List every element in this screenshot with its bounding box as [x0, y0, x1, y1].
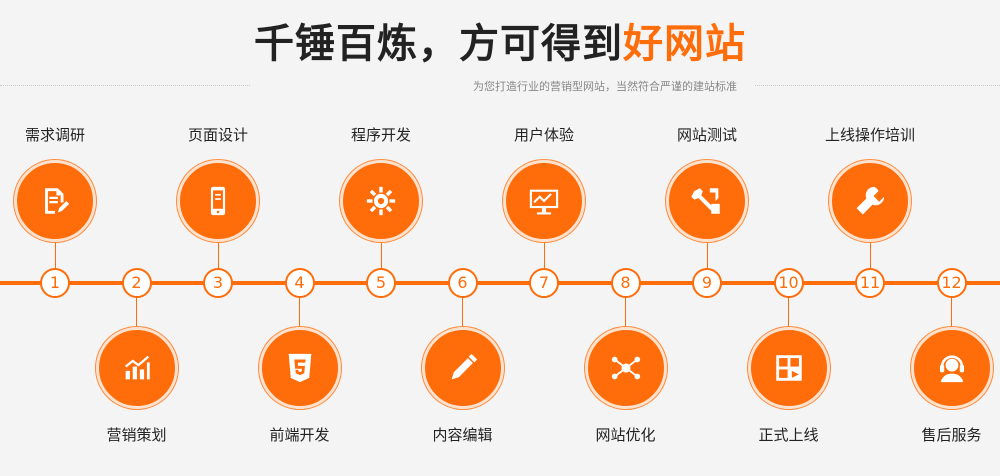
- mobile-phone-icon: [201, 184, 235, 218]
- page-subtitle: 为您打造行业的营销型网站，当然符合严谨的建站标准: [473, 80, 737, 93]
- step-number-12: 12: [936, 268, 967, 298]
- step-label: 网站测试: [676, 126, 737, 144]
- step-label: 营销策划: [106, 426, 167, 444]
- step-label: 售后服务: [921, 426, 982, 444]
- step-number-9: 9: [692, 268, 722, 298]
- step-connector: [136, 297, 137, 327]
- tools-icon: [690, 184, 724, 218]
- step-label: 需求调研: [24, 126, 85, 144]
- step-icon-circle: [95, 327, 178, 409]
- page-title: 千锤百炼，方可得到好网站: [0, 18, 1000, 70]
- gear-icon: [364, 184, 398, 218]
- step-icon-circle: [829, 160, 911, 242]
- step-label: 内容编辑: [432, 426, 493, 444]
- step-number-8: 8: [610, 268, 641, 298]
- step-label: 页面设计: [187, 126, 248, 144]
- step-number-1: 1: [40, 268, 70, 298]
- step-label: 前端开发: [269, 426, 330, 444]
- title-highlight: 好网站: [623, 21, 746, 67]
- step-label: 用户体验: [513, 126, 574, 144]
- step-number-7: 7: [529, 268, 559, 298]
- step-icon-circle: [584, 327, 667, 409]
- step-icon-circle: [503, 160, 585, 242]
- step-label: 正式上线: [758, 426, 819, 444]
- step-number-5: 5: [366, 268, 396, 298]
- step-icon-circle: [666, 160, 748, 242]
- step-icon-circle: [747, 327, 830, 409]
- launch-grid-icon: [772, 351, 806, 385]
- step-icon-circle: [177, 160, 259, 242]
- step-connector: [788, 297, 789, 327]
- step-label: 上线操作培训: [824, 126, 915, 144]
- divider-left: [0, 85, 250, 86]
- title-main: 千锤百炼，方可得到: [254, 21, 623, 67]
- step-icon-circle: [910, 327, 993, 409]
- step-connector: [951, 297, 952, 327]
- monitor-chart-icon: [527, 184, 561, 218]
- wrench-icon: [853, 184, 887, 218]
- divider-right: [755, 85, 1000, 86]
- step-connector: [625, 297, 626, 327]
- step-icon-circle: [340, 160, 422, 242]
- step-connector: [299, 297, 300, 327]
- step-icon-circle: [14, 160, 96, 242]
- step-number-4: 4: [284, 268, 315, 298]
- step-connector: [869, 241, 871, 269]
- pencil-icon: [446, 351, 480, 385]
- step-number-2: 2: [121, 268, 152, 298]
- step-icon-circle: [421, 327, 504, 409]
- step-connector: [217, 241, 219, 269]
- step-connector: [54, 241, 56, 269]
- step-number-10: 10: [773, 268, 804, 298]
- network-nodes-icon: [609, 351, 643, 385]
- document-edit-icon: [38, 184, 72, 218]
- step-icon-circle: [258, 327, 341, 409]
- step-connector: [462, 297, 463, 327]
- step-connector: [706, 241, 708, 269]
- customer-service-icon: [935, 351, 969, 385]
- html5-icon: [283, 351, 317, 385]
- bar-chart-icon: [120, 351, 154, 385]
- step-number-11: 11: [855, 268, 885, 298]
- step-number-3: 3: [203, 268, 233, 298]
- timeline-line: [0, 281, 1000, 285]
- step-label: 程序开发: [350, 126, 411, 144]
- step-number-6: 6: [447, 268, 478, 298]
- step-connector: [543, 241, 545, 269]
- step-connector: [380, 241, 382, 269]
- step-label: 网站优化: [595, 426, 656, 444]
